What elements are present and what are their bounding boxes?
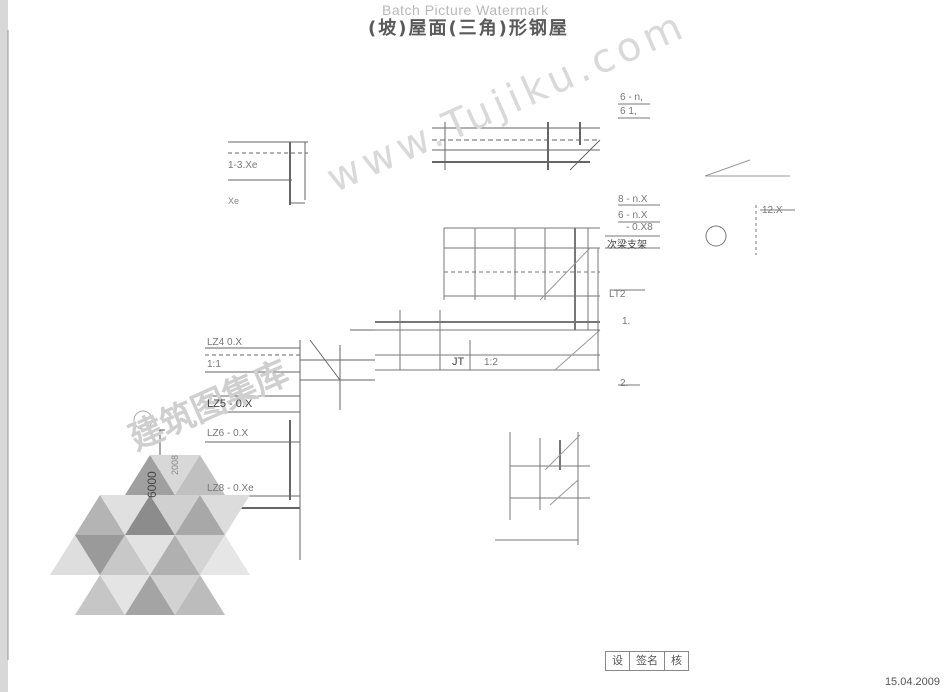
label-lt2: LT2 bbox=[609, 289, 626, 300]
detail-lower-center bbox=[495, 432, 590, 545]
label-mid-left-2: 1:1 bbox=[207, 359, 221, 370]
title-block-designer: 设 bbox=[606, 652, 630, 670]
label-col-2: 2. bbox=[620, 378, 629, 389]
title-block-signature: 签名 bbox=[630, 652, 665, 670]
detail-left-middle bbox=[205, 329, 375, 560]
label-top-right-1: 6 - n, bbox=[620, 92, 643, 103]
title-block-checker: 核 bbox=[671, 655, 682, 667]
label-lz6: LZ6 - 0.X bbox=[207, 428, 249, 439]
label-col-1: 1. bbox=[622, 316, 631, 327]
label-lz5: LZ5 - 0.X bbox=[207, 398, 253, 410]
label-top-right-2: 6 1, bbox=[620, 106, 637, 117]
label-right-mid-2: 6 - n.X bbox=[618, 210, 648, 221]
sheet-title: (坡)屋面(三角)形钢屋 bbox=[368, 18, 569, 39]
label-jt-right: 1:2 bbox=[484, 357, 498, 368]
label-left-top-small: Xe bbox=[228, 196, 240, 206]
watermark-text: Batch Picture Watermark bbox=[382, 2, 549, 18]
detail-top-left bbox=[228, 141, 308, 205]
detail-right bbox=[605, 103, 795, 386]
title-block: 设 签名 核 bbox=[605, 651, 689, 671]
label-jt: JT bbox=[452, 356, 465, 368]
label-lz8: LZ8 - 0.Xe bbox=[207, 483, 254, 494]
label-mid-left-1: LZ4 0.X bbox=[207, 337, 243, 348]
label-far-right: 12.X bbox=[762, 205, 783, 216]
detail-top-center bbox=[432, 122, 601, 171]
dimension-6000: 6000 bbox=[145, 471, 159, 498]
label-right-mid-1: 8 - n.X bbox=[618, 194, 648, 205]
label-left-top: 1-3.Xe bbox=[228, 160, 258, 171]
date-stamp: 15.04.2009 bbox=[884, 676, 940, 688]
dimension-small: 2008 bbox=[170, 454, 180, 475]
logo-triangles bbox=[50, 455, 250, 615]
binding-edge bbox=[0, 0, 8, 692]
label-right-box: 次梁支架 bbox=[607, 240, 647, 251]
detail-main-grid bbox=[375, 227, 601, 371]
label-right-mid-3: - 0.X8 bbox=[626, 222, 653, 233]
